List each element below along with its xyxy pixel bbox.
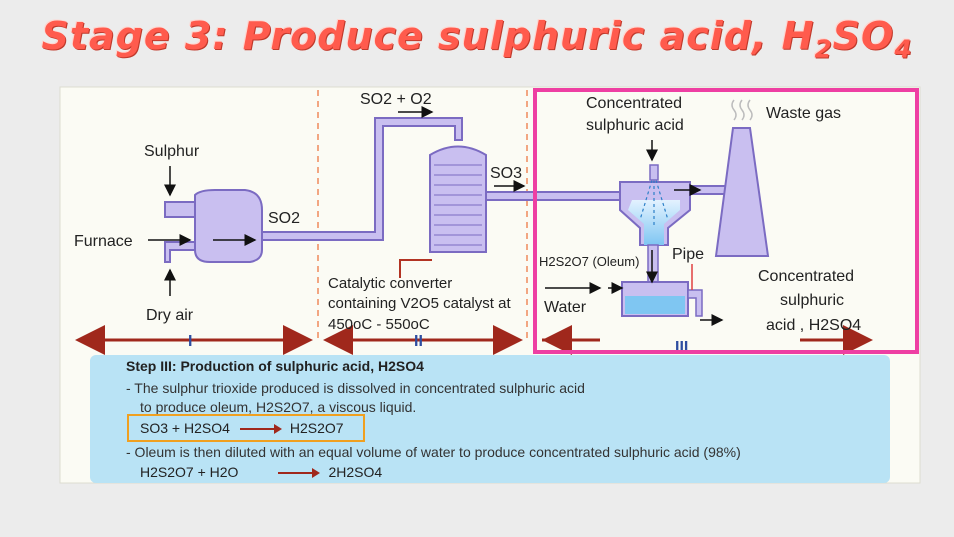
converter-label-1: Catalytic converter xyxy=(328,275,452,292)
catalytic-converter xyxy=(429,145,487,253)
output-label-1: Concentrated xyxy=(758,268,854,285)
chimney xyxy=(714,127,770,257)
oleum-label: H2S2O7 (Oleum) xyxy=(539,254,639,269)
reaction-arrow-icon xyxy=(239,424,282,435)
equation-1-right: H2S2O7 xyxy=(289,420,344,436)
equation-2-right: 2H2SO4 xyxy=(328,464,383,480)
conc-acid-label-2: sulphuric acid xyxy=(586,117,684,134)
reaction-arrow-icon xyxy=(278,468,321,479)
title-prefix: Stage 3: Produce sulphuric acid, H xyxy=(41,14,815,58)
equation-2: H2S2O7 + H2O 2H2SO4 xyxy=(140,464,382,480)
stage-i-label: I xyxy=(188,333,192,350)
sulphur-label: Sulphur xyxy=(144,143,200,160)
output-label-3: acid , H2SO4 xyxy=(766,317,861,334)
step-line-3: - Oleum is then diluted with an equal vo… xyxy=(126,444,741,460)
equation-2-left: H2S2O7 + H2O xyxy=(140,464,239,480)
page-title: Stage 3: Produce sulphuric acid, H2SO4 xyxy=(0,14,954,64)
so2-o2-label: SO2 + O2 xyxy=(360,91,432,108)
flow-arrows xyxy=(148,106,724,326)
equation-1: SO3 + H2SO4 H2S2O7 xyxy=(140,420,344,436)
furnace-label: Furnace xyxy=(74,233,133,250)
stage-ii-label: II xyxy=(414,333,423,350)
converter-pointer xyxy=(399,259,432,278)
conc-acid-label-1: Concentrated xyxy=(586,95,682,112)
so2-pipe xyxy=(261,117,463,241)
equation-1-left: SO3 + H2SO4 xyxy=(140,420,230,436)
dilution-tank xyxy=(621,281,703,317)
stage-iii-highlight xyxy=(533,88,919,354)
output-label-2: sulphuric xyxy=(780,292,844,309)
converter-label-3: 450oC - 550oC xyxy=(328,316,430,333)
pipe-label: Pipe xyxy=(672,246,704,263)
water-label: Water xyxy=(544,299,587,316)
converter-label-2: containing V2O5 catalyst at xyxy=(328,295,511,312)
step-line-1: - The sulphur trioxide produced is disso… xyxy=(126,380,585,396)
equation-highlight xyxy=(127,414,365,442)
waste-gas-label: Waste gas xyxy=(766,105,841,122)
so2-label: SO2 xyxy=(268,210,300,227)
step-iii-panel xyxy=(90,355,890,483)
step-iii-title: Step III: Production of sulphuric acid, … xyxy=(126,358,424,374)
dry-air-label: Dry air xyxy=(146,307,194,324)
so3-label: SO3 xyxy=(490,165,522,182)
title-sub-4: 4 xyxy=(894,34,913,64)
smoke-icon xyxy=(731,99,753,121)
title-sub-2: 2 xyxy=(814,34,833,64)
title-mid: SO xyxy=(832,14,895,58)
step-line-2: to produce oleum, H2S2O7, a viscous liqu… xyxy=(140,399,417,415)
